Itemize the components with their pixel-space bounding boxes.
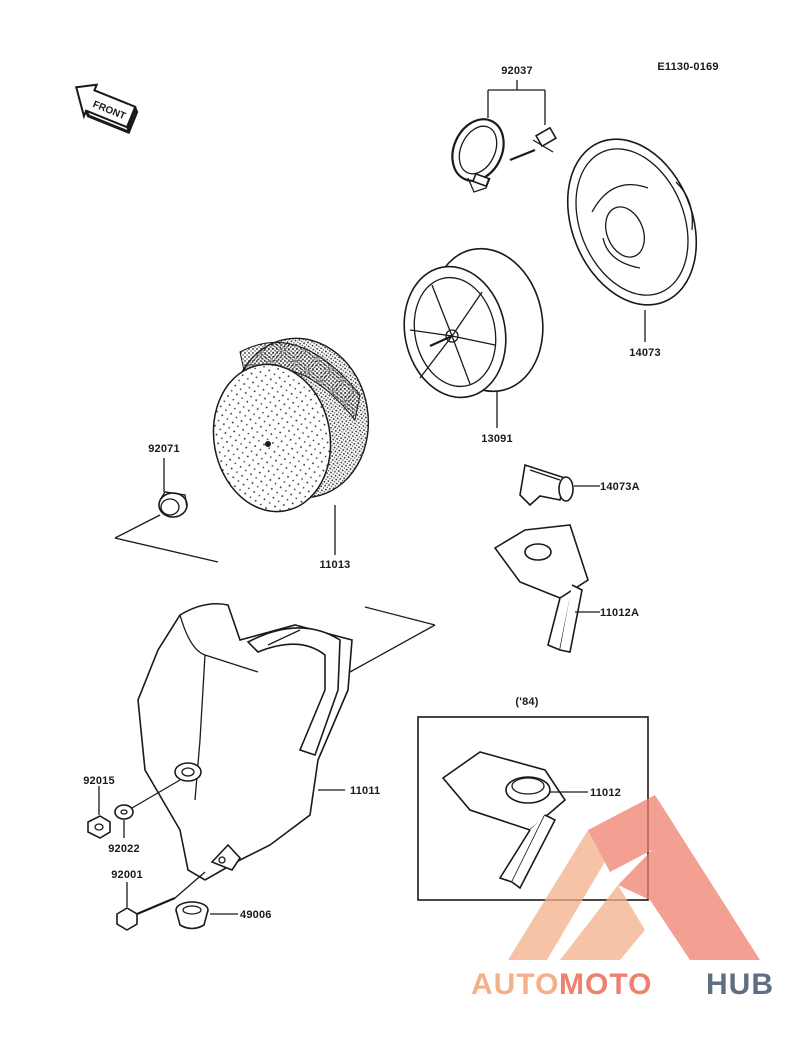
- part-11013-element: [212, 337, 370, 513]
- part-49006-cap: [175, 901, 209, 930]
- label-49006: 49006: [240, 909, 272, 921]
- guide-line: [364, 606, 436, 626]
- label-92037: 92037: [501, 65, 533, 77]
- watermark-logo: [508, 795, 760, 960]
- variant-label: ('84): [515, 696, 538, 708]
- part-92071-grommet: [158, 491, 188, 518]
- label-11012: 11012: [590, 787, 621, 799]
- label-14073A: 14073A: [600, 481, 640, 493]
- label-92071: 92071: [148, 443, 180, 455]
- label-92022: 92022: [108, 843, 140, 855]
- guide-line: [131, 779, 181, 809]
- part-13091-frame: [403, 247, 544, 399]
- part-92022-washer: [114, 804, 134, 820]
- part-14073-cover: [566, 138, 698, 306]
- part-11012-bracket: [441, 751, 567, 890]
- label-11013: 11013: [320, 559, 351, 571]
- part-92001-bolt: [116, 896, 176, 931]
- label-14073: 14073: [629, 347, 661, 359]
- label-92015: 92015: [83, 775, 115, 787]
- part-92037-bolt: [509, 126, 558, 162]
- part-92015-nut: [87, 815, 111, 839]
- part-92037-clamp: [451, 118, 505, 193]
- guide-line: [174, 871, 206, 899]
- diagram-code: E1130-0169: [657, 61, 718, 73]
- label-92001: 92001: [111, 869, 143, 881]
- part-11011-case: [137, 602, 353, 881]
- part-11012A-bracket: [493, 524, 589, 653]
- label-11011: 11011: [350, 785, 380, 797]
- watermark-hub: HUB: [706, 968, 774, 1001]
- guide-line: [114, 514, 161, 539]
- guide-line: [114, 537, 219, 563]
- label-13091: 13091: [481, 433, 513, 445]
- watermark-moto: MOTO: [559, 968, 652, 1001]
- part-14073A-tube: [519, 463, 574, 507]
- front-arrow-icon: FRONT: [74, 83, 139, 135]
- label-11012A: 11012A: [600, 607, 639, 619]
- watermark-auto: AUTO: [471, 968, 559, 1001]
- guide-line: [349, 624, 436, 673]
